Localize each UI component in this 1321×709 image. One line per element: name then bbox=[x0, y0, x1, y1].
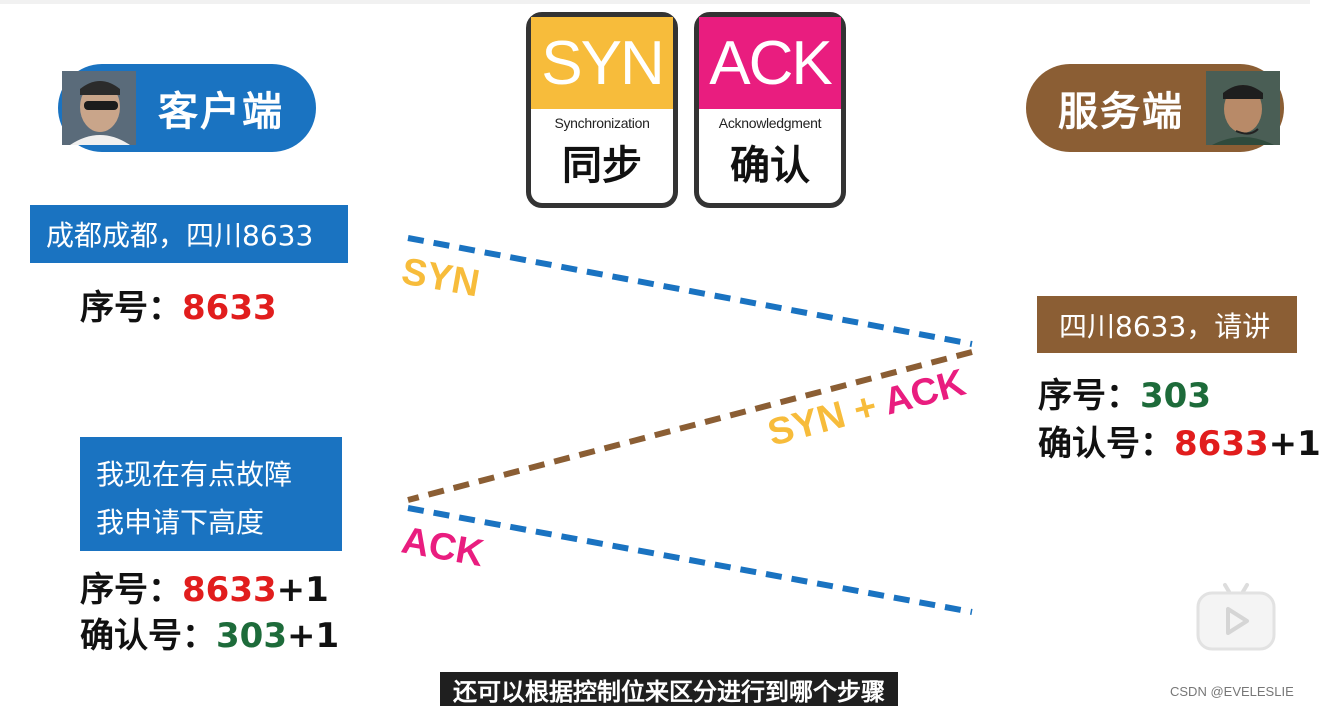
client-ack-2-suffix: +1 bbox=[286, 616, 340, 656]
video-subtitle: 还可以根据控制位来区分进行到哪个步骤 bbox=[440, 672, 898, 706]
legend-ack-abbr: ACK bbox=[699, 17, 841, 109]
top-edge bbox=[0, 0, 1310, 4]
ack-arrow-label: ACK bbox=[398, 520, 487, 576]
client-ack-2: 确认号：303+1 bbox=[80, 608, 339, 657]
server-badge: 服务端 bbox=[1026, 64, 1284, 152]
client-avatar bbox=[62, 71, 136, 145]
client-ack-2-value: 303 bbox=[216, 616, 287, 656]
video-play-icon[interactable] bbox=[1195, 575, 1277, 653]
client-message-2: 我现在有点故障 我申请下高度 bbox=[80, 437, 342, 551]
client-seq-2-suffix: +1 bbox=[276, 570, 329, 610]
client-seq-2-value: 8633 bbox=[182, 570, 277, 610]
server-ack: 确认号：8633+1 bbox=[1038, 416, 1321, 465]
server-seq: 序号：303 bbox=[1038, 368, 1211, 417]
syn-arrow-label: SYN bbox=[398, 251, 482, 306]
client-seq-1-value: 8633 bbox=[182, 288, 277, 328]
synack-syn-part: SYN bbox=[763, 394, 849, 455]
client-seq-2: 序号：8633+1 bbox=[80, 562, 329, 611]
server-avatar bbox=[1206, 71, 1280, 145]
legend-card-syn: SYN Synchronization 同步 bbox=[526, 12, 678, 208]
client-label: 客户端 bbox=[158, 89, 284, 135]
server-seq-label: 序号： bbox=[1038, 376, 1140, 416]
client-message-2-line2: 我申请下高度 bbox=[96, 506, 265, 539]
synack-arrow-label: SYN + ACK bbox=[763, 362, 970, 455]
legend-ack-full: Acknowledgment bbox=[718, 115, 822, 131]
ack-line bbox=[407, 505, 973, 615]
server-ack-label: 确认号： bbox=[1038, 424, 1174, 464]
legend-syn-abbr: SYN bbox=[531, 17, 673, 109]
server-label: 服务端 bbox=[1058, 89, 1184, 135]
client-seq-1: 序号：8633 bbox=[80, 280, 277, 329]
client-seq-1-label: 序号： bbox=[80, 288, 182, 328]
server-ack-value: 8633 bbox=[1174, 424, 1269, 464]
client-message-2-line1: 我现在有点故障 bbox=[96, 458, 293, 491]
syn-line bbox=[407, 235, 973, 347]
client-badge: 客户端 bbox=[58, 64, 316, 152]
legend-ack-cn: 确认 bbox=[730, 143, 810, 189]
legend-syn-full: Synchronization bbox=[554, 115, 650, 131]
server-seq-value: 303 bbox=[1140, 376, 1211, 416]
legend-card-ack: ACK Acknowledgment 确认 bbox=[694, 12, 846, 208]
server-ack-suffix: +1 bbox=[1268, 424, 1321, 464]
client-seq-2-label: 序号： bbox=[80, 570, 182, 610]
server-message-1: 四川8633，请讲 bbox=[1037, 296, 1297, 353]
client-message-1: 成都成都，四川8633 bbox=[30, 205, 348, 263]
synack-line bbox=[407, 349, 973, 503]
client-ack-2-label: 确认号： bbox=[80, 616, 216, 656]
legend-syn-cn: 同步 bbox=[562, 143, 642, 189]
watermark: CSDN @EVELESLIE bbox=[1170, 684, 1294, 699]
